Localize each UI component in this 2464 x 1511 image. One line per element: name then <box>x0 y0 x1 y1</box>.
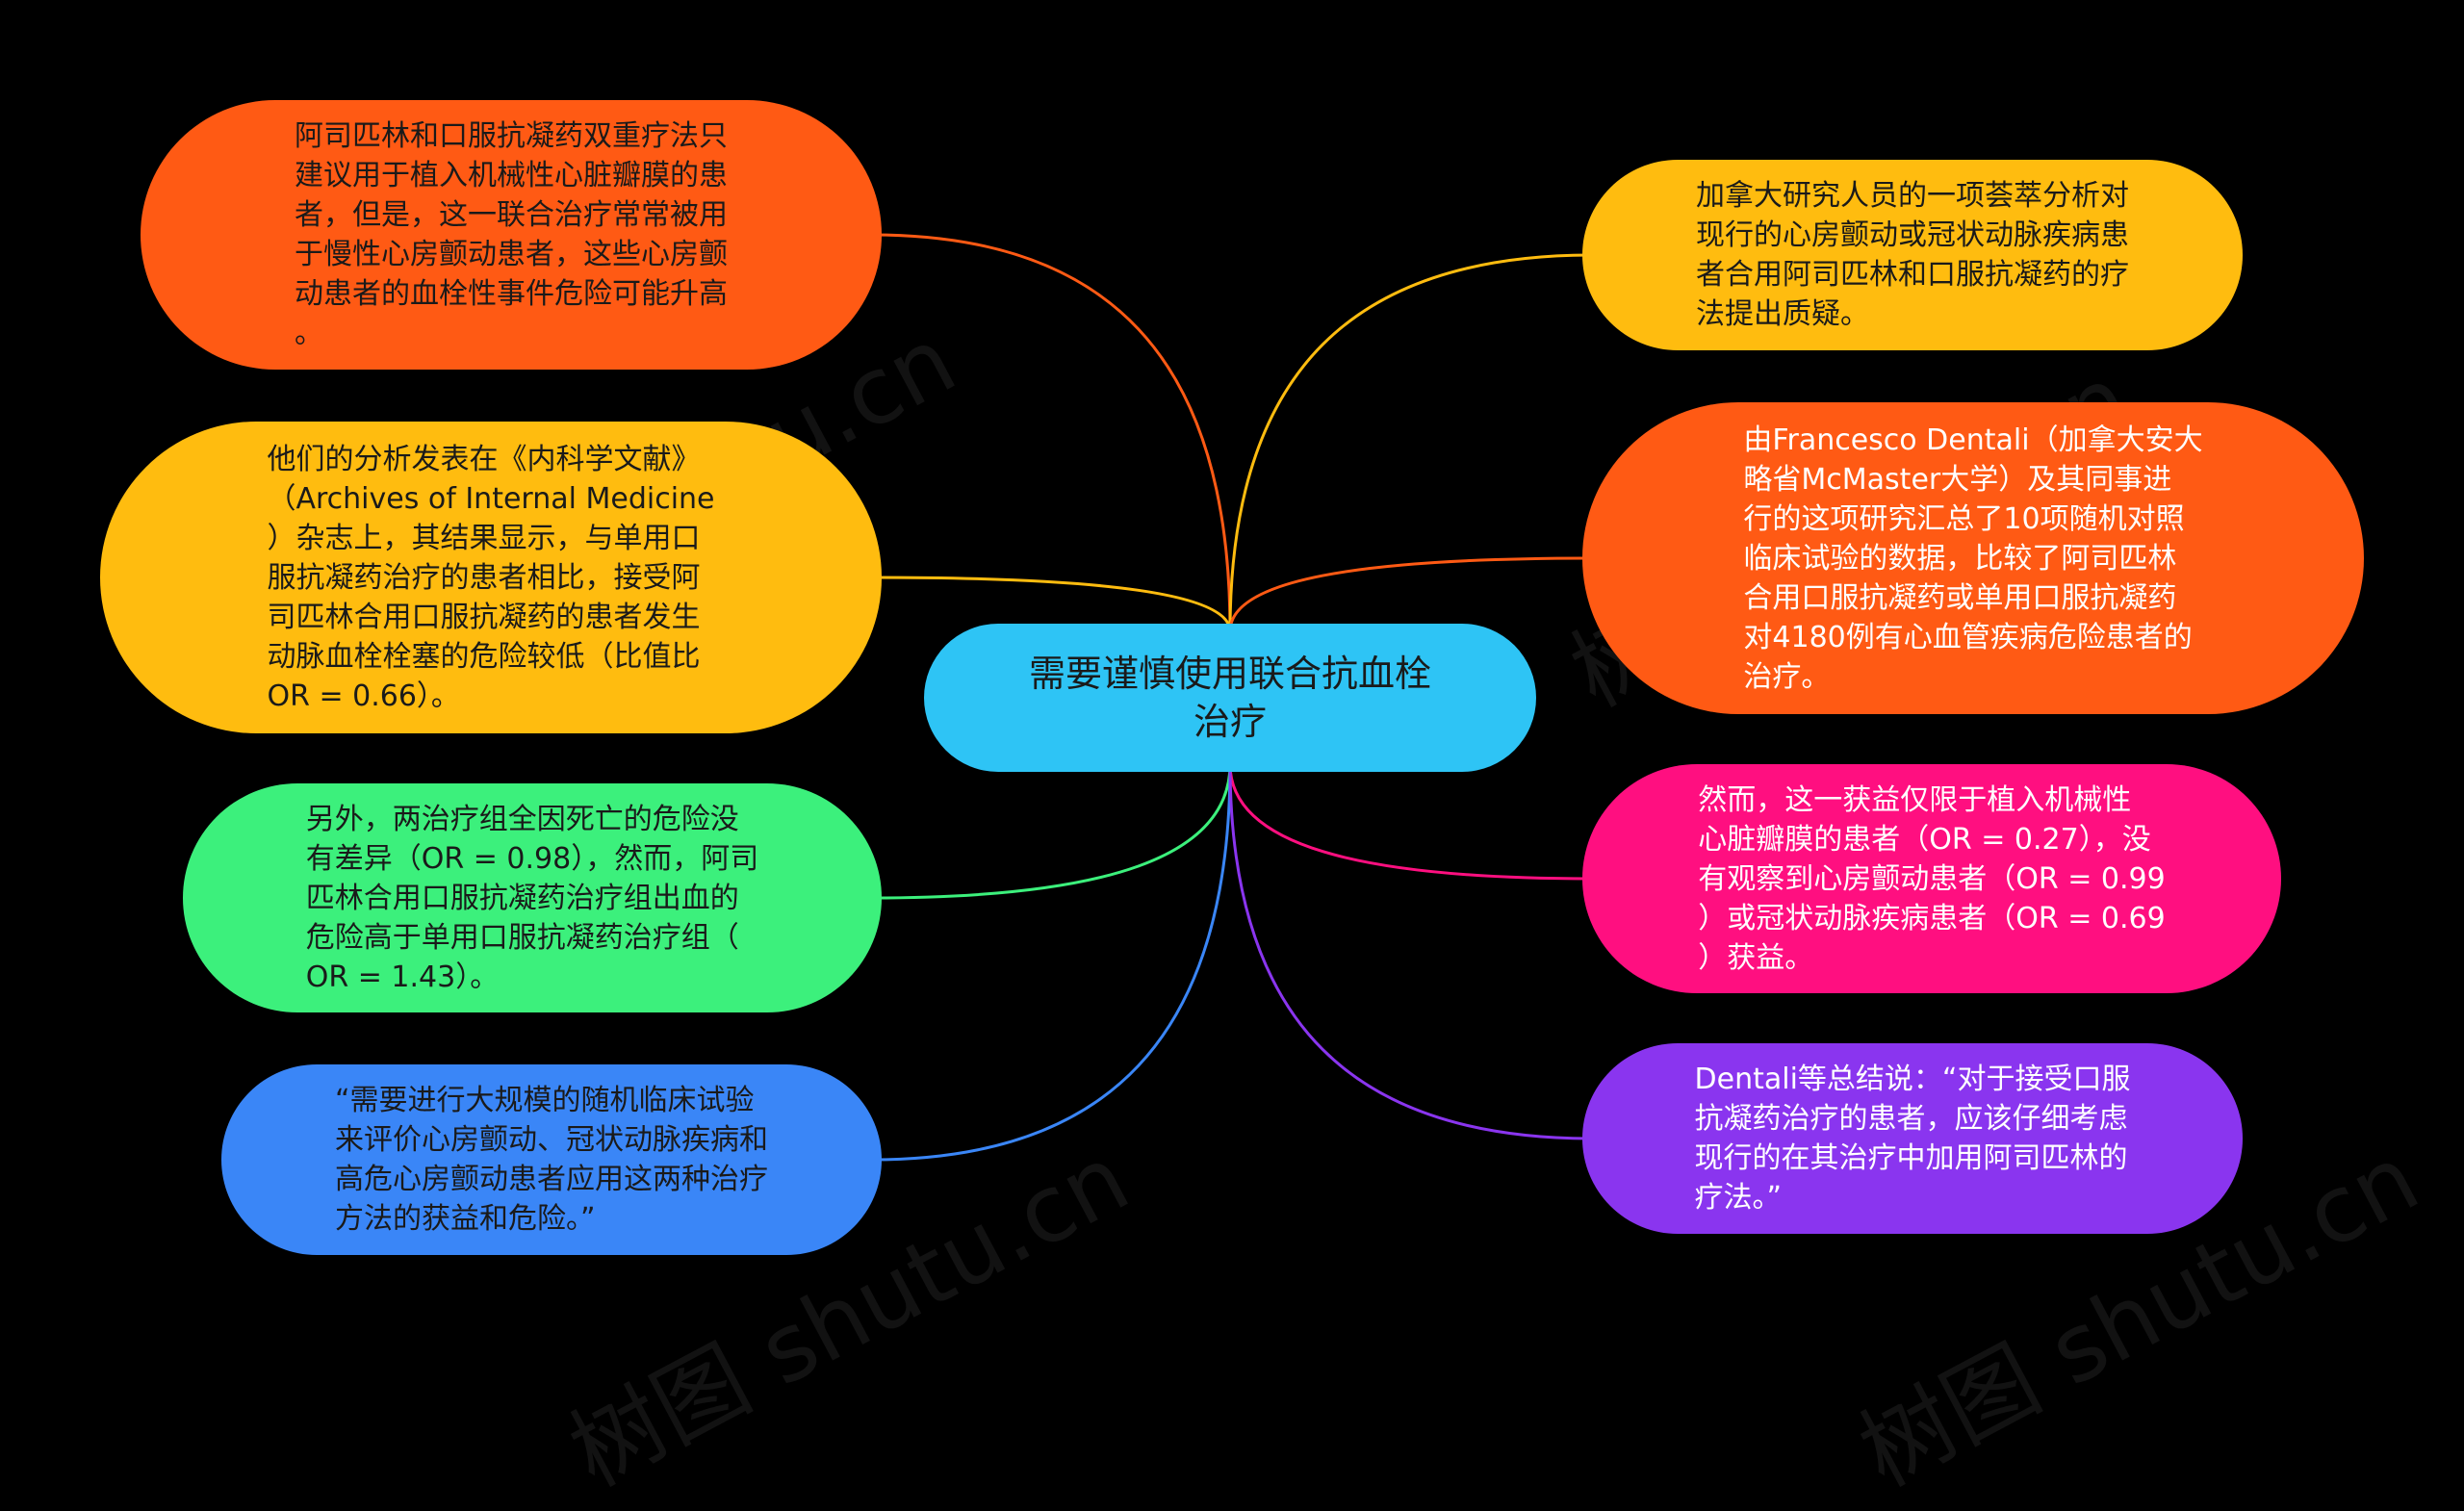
branch-text: Dentali等总结说：“对于接受口服 抗凝药治疗的患者，应该仔细考虑 现行的在… <box>1694 1063 2131 1215</box>
central-topic-text: 需要谨慎使用联合抗血栓 治疗 <box>1028 653 1431 743</box>
connector-layer <box>871 233 1593 1162</box>
branch-text: 另外，两治疗组全因死亡的危险没 有差异（OR = 0.98），然而，阿司 匹林合… <box>305 802 759 994</box>
branch-text: “需要进行大规模的随机临床试验 来评价心房颤动、冠状动脉疾病和 高危心房颤动患者… <box>335 1084 768 1236</box>
branch-node-left-3[interactable]: 另外，两治疗组全因死亡的危险没 有差异（OR = 0.98），然而，阿司 匹林合… <box>183 783 882 1012</box>
connector-line-right-4 <box>1228 763 1593 1140</box>
branch-node-left-2[interactable]: 他们的分析发表在《内科学文献》 （Archives of Internal Me… <box>100 422 882 733</box>
connector-line-left-2 <box>871 576 1232 632</box>
branch-text: 然而，这一获益仅限于植入机械性 心脏瓣膜的患者（OR = 0.27），没 有观察… <box>1698 782 2166 975</box>
branch-node-left-4[interactable]: “需要进行大规模的随机临床试验 来评价心房颤动、冠状动脉疾病和 高危心房颤动患者… <box>221 1064 882 1255</box>
mind-map-canvas: 树图 shutu.cn 树图 shutu.cn 树图 shutu.cn 树图 s… <box>100 100 2435 1507</box>
branch-node-right-2[interactable]: 由Francesco Dentali（加拿大安大 略省McMaster大学）及其… <box>1582 402 2364 714</box>
branch-node-right-3[interactable]: 然而，这一获益仅限于植入机械性 心脏瓣膜的患者（OR = 0.27），没 有观察… <box>1582 764 2281 993</box>
branch-node-right-1[interactable]: 加拿大研究人员的一项荟萃分析对 现行的心房颤动或冠状动脉疾病患 者合用阿司匹林和… <box>1582 160 2243 350</box>
branch-node-right-4[interactable]: Dentali等总结说：“对于接受口服 抗凝药治疗的患者，应该仔细考虑 现行的在… <box>1582 1043 2243 1234</box>
connector-line-right-3 <box>1228 763 1593 881</box>
branch-node-left-1[interactable]: 阿司匹林和口服抗凝药双重疗法只 建议用于植入机械性心脏瓣膜的患 者，但是，这一联… <box>141 100 882 370</box>
central-topic-node[interactable]: 需要谨慎使用联合抗血栓 治疗 <box>924 624 1536 772</box>
connector-line-left-4 <box>871 763 1232 1162</box>
connector-line-right-1 <box>1228 253 1593 632</box>
connector-line-left-1 <box>871 233 1232 632</box>
branch-text: 由Francesco Dentali（加拿大安大 略省McMaster大学）及其… <box>1743 423 2203 694</box>
connector-line-left-3 <box>871 763 1232 900</box>
branch-text: 加拿大研究人员的一项荟萃分析对 现行的心房颤动或冠状动脉疾病患 者合用阿司匹林和… <box>1696 179 2129 331</box>
connector-line-right-2 <box>1228 556 1593 632</box>
branch-text: 阿司匹林和口服抗凝药双重疗法只 建议用于植入机械性心脏瓣膜的患 者，但是，这一联… <box>295 119 728 350</box>
branch-text: 他们的分析发表在《内科学文献》 （Archives of Internal Me… <box>267 442 715 713</box>
